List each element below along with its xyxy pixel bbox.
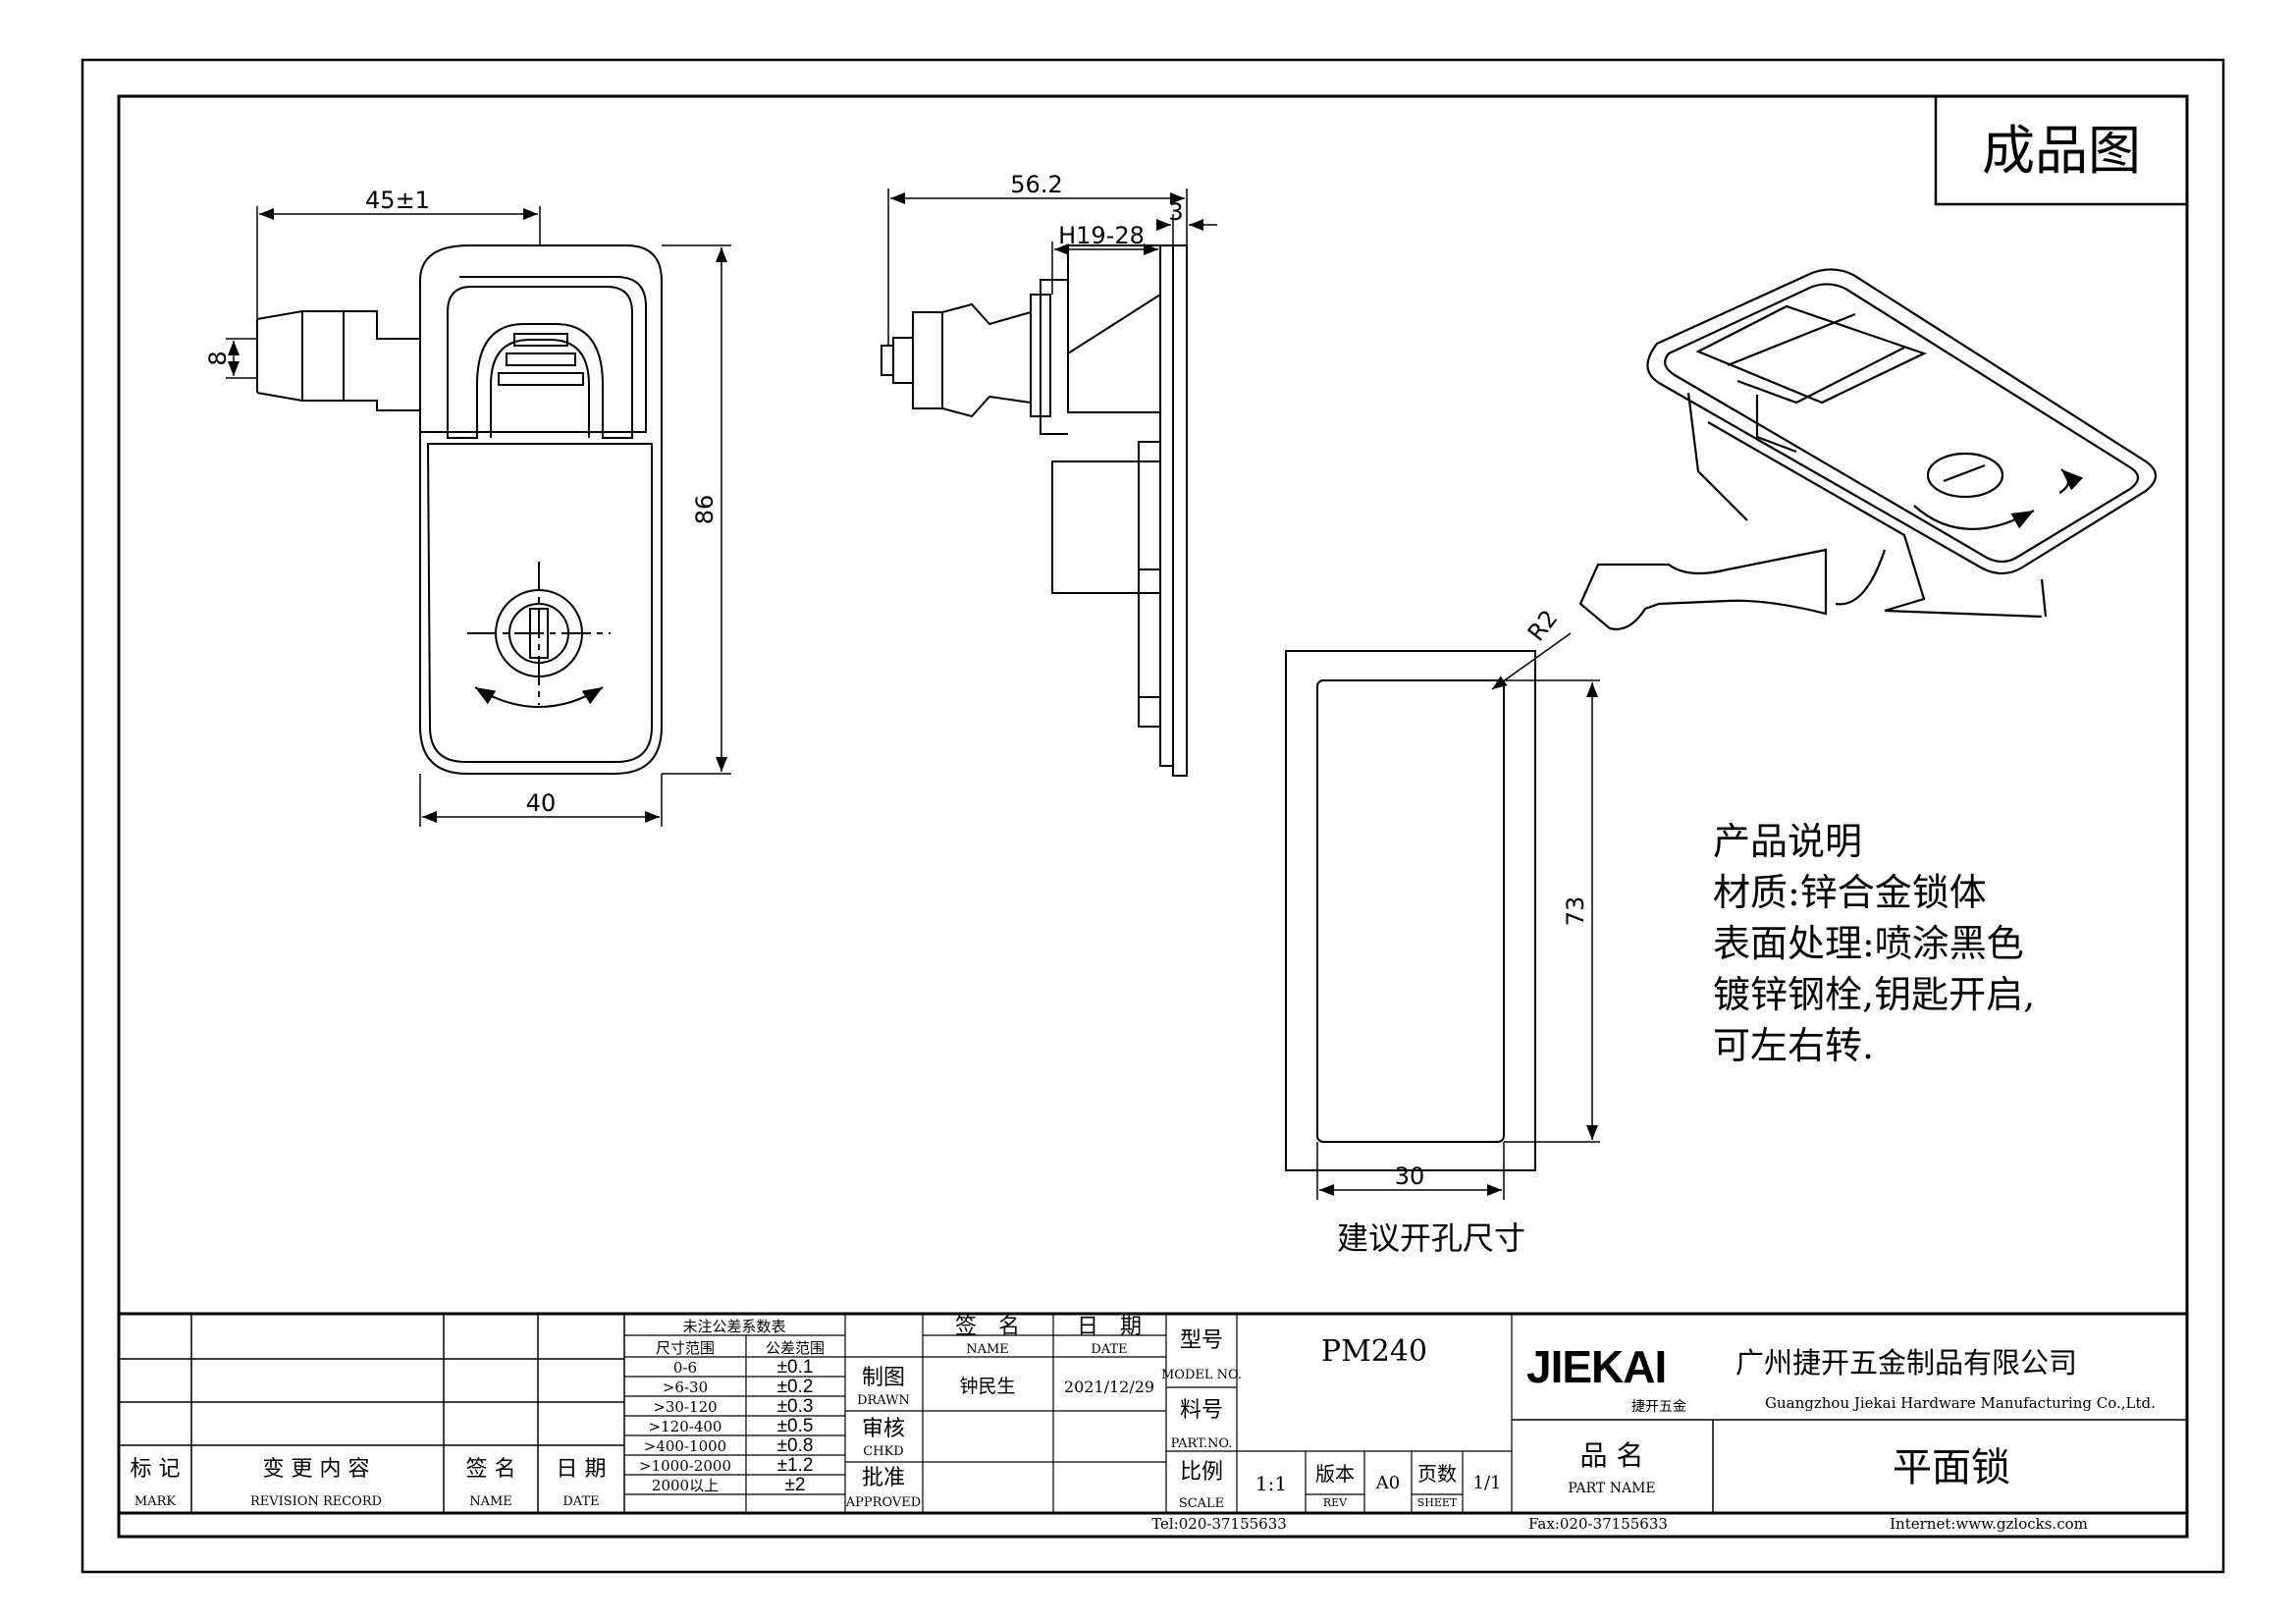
- scale-label-en: SCALE: [1179, 1496, 1224, 1511]
- footer-tel: Tel:020-37155633: [1151, 1515, 1287, 1533]
- logo-sub: 捷开五金: [1631, 1399, 1686, 1415]
- chkd-en: CHKD: [863, 1444, 903, 1459]
- tol-value: ±0.3: [777, 1396, 814, 1417]
- tol-col-tol: 公差范围: [766, 1339, 825, 1357]
- outer-border: [80, 58, 2225, 1574]
- side-dims: 56.2 H19-28 3: [887, 171, 1217, 346]
- tol-range: 2000以上: [652, 1477, 719, 1494]
- desc-line-4: 镀锌钢栓,钥匙开启,: [1713, 973, 2035, 1016]
- dim-width-bottom: 40: [526, 789, 557, 817]
- drawn-date: 2021/12/29: [1064, 1378, 1154, 1396]
- chkd-cn: 审核: [862, 1417, 905, 1441]
- tol-range: >6-30: [663, 1379, 708, 1396]
- company-grid: [1512, 1419, 2187, 1513]
- dim-grip: H19-28: [1058, 222, 1145, 249]
- tol-value: ±2: [785, 1475, 806, 1495]
- tol-col-range: 尺寸范围: [656, 1339, 715, 1357]
- rev-value: A0: [1375, 1473, 1400, 1493]
- rev-label-cn: 版本: [1315, 1462, 1355, 1486]
- desc-line-1: 产品说明: [1713, 820, 1862, 863]
- cutout-view: [1285, 650, 1536, 1171]
- footer-fax: Fax:020-37155633: [1528, 1515, 1668, 1533]
- front-view: [256, 244, 663, 775]
- title-box: 成品图: [1934, 94, 2189, 206]
- sign-header-en: NAME: [966, 1342, 1009, 1357]
- side-view: [881, 244, 1188, 777]
- dim-height: 86: [691, 495, 719, 525]
- approved-cn: 批准: [862, 1466, 905, 1490]
- tol-range: 0-6: [673, 1359, 697, 1377]
- dim-height-small: 8: [204, 351, 232, 365]
- sign-header-cn: 签 名: [955, 1315, 1020, 1339]
- dim-depth: 56.2: [1010, 171, 1062, 198]
- part-name-label-en: PART NAME: [1568, 1481, 1655, 1496]
- tol-range: >1000-2000: [639, 1457, 731, 1475]
- title-label: 成品图: [1982, 120, 2141, 182]
- rev-name-cn: 签 名: [466, 1457, 516, 1482]
- tol-range: >400-1000: [644, 1437, 726, 1455]
- model-value: PM240: [1321, 1334, 1427, 1369]
- desc-line-5: 可左右转.: [1713, 1024, 1874, 1067]
- front-dims: 45±1 8 86 40: [204, 187, 731, 827]
- company-logo: JIEKAI 捷开五金: [1526, 1341, 1686, 1415]
- drawn-cn: 制图: [862, 1366, 905, 1390]
- tol-value: ±0.5: [777, 1416, 814, 1436]
- approved-en: APPROVED: [845, 1495, 921, 1510]
- tol-value: ±1.2: [777, 1455, 814, 1476]
- iso-view: [1578, 268, 2158, 630]
- model-grid: [1166, 1314, 1513, 1513]
- desc-line-3: 表面处理:喷涂黑色: [1713, 922, 2024, 965]
- rev-name-en: NAME: [469, 1494, 512, 1509]
- title-block: 标 记 MARK 变 更 内 容 REVISION RECORD 签 名 NAM…: [117, 1312, 2189, 1533]
- dim-width-top: 45±1: [365, 187, 430, 214]
- tol-title: 未注公差系数表: [682, 1318, 785, 1335]
- rev-date-en: DATE: [562, 1494, 599, 1509]
- dim-cut-width: 30: [1395, 1163, 1425, 1190]
- sheet-label-cn: 页数: [1417, 1462, 1457, 1486]
- part-no-label-en: PART.NO.: [1171, 1436, 1233, 1451]
- tol-range: >30-120: [653, 1398, 717, 1416]
- dim-cut-height: 73: [1562, 896, 1589, 927]
- model-label-en: MODEL NO.: [1161, 1368, 1242, 1382]
- sheet-value: 1/1: [1473, 1473, 1502, 1493]
- rev-mark-cn: 标 记: [131, 1457, 181, 1482]
- footer-internet: Internet:www.gzlocks.com: [1890, 1515, 2088, 1533]
- company-name-cn: 广州捷开五金制品有限公司: [1735, 1346, 2077, 1380]
- tol-value: ±0.2: [777, 1377, 814, 1397]
- rev-mark-en: MARK: [134, 1494, 176, 1509]
- date-header-cn: 日 期: [1077, 1315, 1142, 1339]
- part-name-value: 平面锁: [1893, 1445, 2010, 1490]
- sheet-label-en: SHEET: [1417, 1496, 1458, 1509]
- approval-grid: [845, 1314, 1167, 1513]
- company-name-en: Guangzhou Jiekai Hardware Manufacturing …: [1765, 1394, 2156, 1412]
- scale-value: 1:1: [1255, 1472, 1287, 1495]
- tolerance-grid: [624, 1314, 846, 1513]
- inner-border: [117, 94, 2189, 1539]
- tol-value: ±0.8: [777, 1435, 814, 1456]
- dim-radius: R2: [1522, 605, 1564, 646]
- rev-record-cn: 变 更 内 容: [263, 1457, 370, 1482]
- part-name-label-cn: 品 名: [1580, 1439, 1644, 1472]
- tol-value: ±0.1: [777, 1357, 814, 1378]
- revision-grid: [119, 1314, 625, 1513]
- part-no-label-cn: 料号: [1180, 1398, 1223, 1423]
- dim-thickness: 3: [1168, 198, 1183, 226]
- rev-record-en: REVISION RECORD: [250, 1494, 382, 1509]
- cutout-dims: R2 73 30 建议开孔尺寸: [1316, 605, 1600, 1257]
- drawn-en: DRAWN: [857, 1393, 910, 1408]
- desc-line-2: 材质:锌合金锁体: [1713, 871, 1987, 914]
- product-description: 产品说明 材质:锌合金锁体 表面处理:喷涂黑色 镀锌钢栓,钥匙开启, 可左右转.: [1713, 820, 2035, 1067]
- rev-label-en: REV: [1323, 1496, 1348, 1509]
- cutout-caption: 建议开孔尺寸: [1337, 1219, 1525, 1257]
- date-header-en: DATE: [1091, 1342, 1127, 1357]
- tol-range: >120-400: [649, 1418, 722, 1435]
- logo-text: JIEKAI: [1526, 1341, 1666, 1392]
- model-label-cn: 型号: [1180, 1328, 1223, 1353]
- drawn-by: 钟民生: [959, 1376, 1015, 1397]
- rev-date-cn: 日 期: [557, 1457, 607, 1482]
- scale-label-cn: 比例: [1180, 1460, 1223, 1485]
